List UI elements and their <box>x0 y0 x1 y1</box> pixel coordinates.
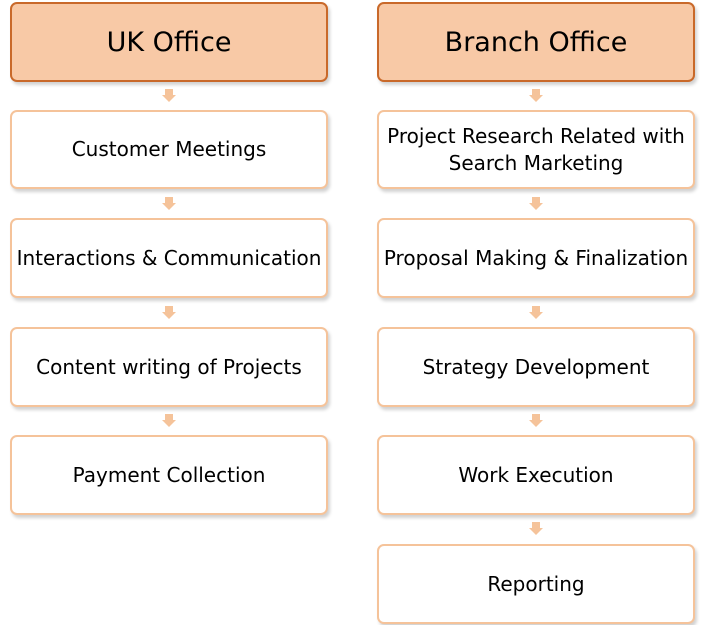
uk-step-content-writing: Content writing of Projects <box>10 327 328 407</box>
down-arrow-icon <box>162 306 176 320</box>
down-arrow-icon <box>529 89 543 103</box>
uk-office-header: UK Office <box>10 2 328 82</box>
uk-step-payment-collection: Payment Collection <box>10 435 328 515</box>
branch-step-work-execution: Work Execution <box>377 435 695 515</box>
down-arrow-icon <box>529 197 543 211</box>
down-arrow-icon <box>529 414 543 428</box>
branch-step-proposal-making: Proposal Making & Finalization <box>377 218 695 298</box>
down-arrow-icon <box>162 197 176 211</box>
down-arrow-icon <box>162 414 176 428</box>
branch-step-strategy-development: Strategy Development <box>377 327 695 407</box>
branch-step-reporting: Reporting <box>377 544 695 624</box>
uk-step-customer-meetings: Customer Meetings <box>10 110 328 189</box>
down-arrow-icon <box>529 306 543 320</box>
down-arrow-icon <box>529 522 543 536</box>
branch-office-header: Branch Office <box>377 2 695 82</box>
uk-step-interactions-communication: Interactions & Communication <box>10 218 328 298</box>
branch-step-project-research: Project Research Related with Search Mar… <box>377 110 695 189</box>
down-arrow-icon <box>162 89 176 103</box>
